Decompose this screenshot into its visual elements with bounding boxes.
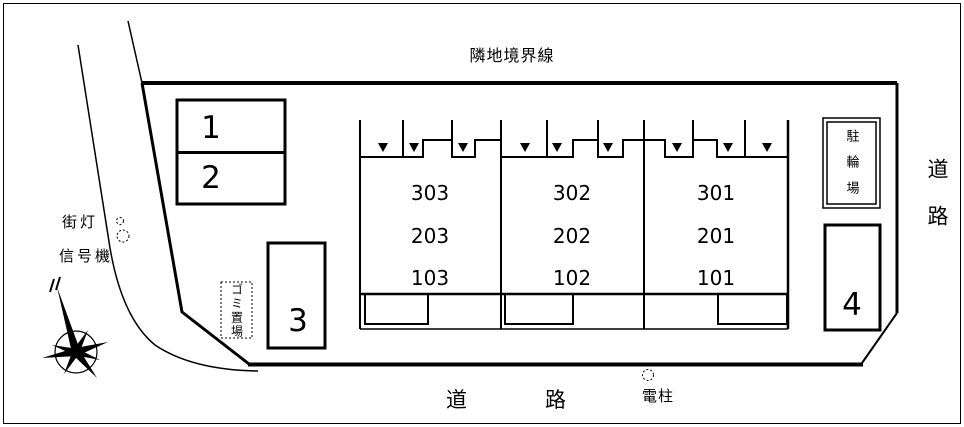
utility-pole-icon: [642, 369, 654, 381]
unit-number: 202: [552, 224, 592, 248]
left-road: [77, 20, 259, 372]
road-label-right: 道路: [925, 158, 948, 252]
boundary-line-west: [140, 82, 250, 366]
corridor-edge-block-3: [644, 139, 788, 158]
road-outer-edge: [77, 44, 259, 372]
corridor-edge-block-2: [501, 139, 644, 158]
entrance-marker-icon: [603, 143, 613, 152]
entrance-marker-icon: [723, 143, 733, 152]
entrance-marker-icon: [672, 143, 682, 152]
entrance-marker-icon: [762, 143, 772, 152]
unit-number: 102: [552, 266, 592, 290]
compass-needle-south: [73, 349, 97, 378]
bicycle-parking-box: [822, 117, 881, 209]
site-boundary: [140, 81, 899, 367]
parking-space-4-number: 4: [842, 287, 862, 323]
street-light-label: 街灯: [62, 214, 99, 231]
entrance-marker-icon: [409, 143, 419, 152]
compass-spoke: [64, 350, 79, 374]
unit-number: 203: [410, 224, 450, 248]
entrance-marker-icon: [520, 143, 530, 152]
entrance-markers: [378, 143, 772, 152]
parking-space-3-number: 3: [288, 303, 308, 339]
garbage-area-box: [220, 281, 253, 339]
parking-space-3-box: [266, 241, 327, 350]
garbage-area-label: ゴミ置場: [229, 283, 244, 339]
porch-block-3: [717, 293, 788, 325]
compass-spoke: [73, 330, 88, 354]
utility-symbols: [116, 217, 654, 381]
utility-pole-label: 電柱: [642, 388, 675, 405]
parking-space-4-box: [823, 223, 882, 332]
compass-spoke: [74, 349, 100, 360]
entrance-marker-icon: [552, 143, 562, 152]
unit-number: 101: [696, 266, 736, 290]
traffic-signal-label: 信号機: [59, 248, 114, 265]
image-border: [3, 3, 961, 424]
unit-number: 302: [552, 181, 592, 205]
unit-number: 103: [410, 266, 450, 290]
entrance-marker-icon: [458, 143, 468, 152]
compass-needle-north: [57, 287, 80, 353]
traffic-signal-icon: [116, 229, 130, 243]
boundary-corner-southeast: [861, 312, 898, 364]
compass-rose-icon: [42, 276, 108, 378]
compass-spoke: [52, 345, 78, 355]
parking-boxes: [175, 98, 882, 350]
road-label-bottom: 道路: [446, 389, 644, 412]
corridor-edge-block-1: [360, 139, 501, 158]
adjacent-boundary-label: 隣地境界線: [469, 48, 555, 65]
parking-space-2-number: 2: [201, 160, 221, 196]
unit-number: 201: [696, 224, 736, 248]
bicycle-box-outer: [822, 117, 881, 209]
building-outline: [359, 120, 790, 330]
bicycle-area-label: 駐輪場: [844, 129, 860, 207]
parking-space-1-number: 1: [201, 110, 221, 146]
unit-number: 303: [410, 181, 450, 205]
porch-block-1: [364, 293, 429, 325]
north-arrow-marks: [49, 276, 61, 293]
street-light-icon: [116, 217, 124, 225]
bicycle-box-inner: [826, 121, 877, 205]
unit-number: 301: [696, 181, 736, 205]
entrance-marker-icon: [378, 143, 388, 152]
porch-block-2: [504, 293, 574, 325]
road-inner-edge: [127, 20, 143, 84]
